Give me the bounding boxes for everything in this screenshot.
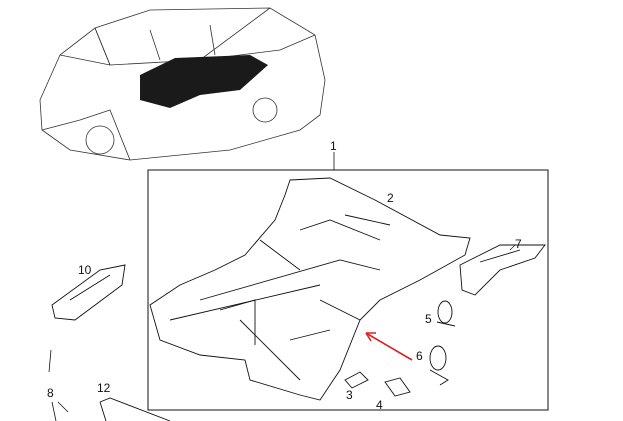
label-3: 3 — [346, 388, 353, 402]
floor-highlight — [140, 55, 268, 108]
label-8: 8 — [47, 386, 54, 400]
label-5: 5 — [425, 312, 432, 326]
floor-panel-drawing — [149, 177, 471, 401]
label-12: 12 — [97, 381, 111, 395]
vehicle-overview-illustration — [39, 7, 326, 161]
part-10-drawing — [51, 264, 126, 321]
part-12-drawing — [99, 397, 171, 421]
part-6-drawing — [429, 345, 449, 386]
label-6: 6 — [416, 349, 423, 363]
label-10: 10 — [78, 263, 92, 277]
part-3-drawing — [344, 371, 369, 389]
part-5-drawing — [436, 300, 456, 327]
label-1: 1 — [330, 139, 337, 153]
assembly-frame — [147, 169, 549, 411]
part-4-drawing — [384, 377, 411, 397]
pointer-arrow — [365, 332, 413, 361]
label-4: 4 — [376, 398, 383, 412]
label-7: 7 — [515, 237, 522, 251]
part-7-drawing — [459, 244, 546, 296]
label-2: 2 — [387, 191, 394, 205]
